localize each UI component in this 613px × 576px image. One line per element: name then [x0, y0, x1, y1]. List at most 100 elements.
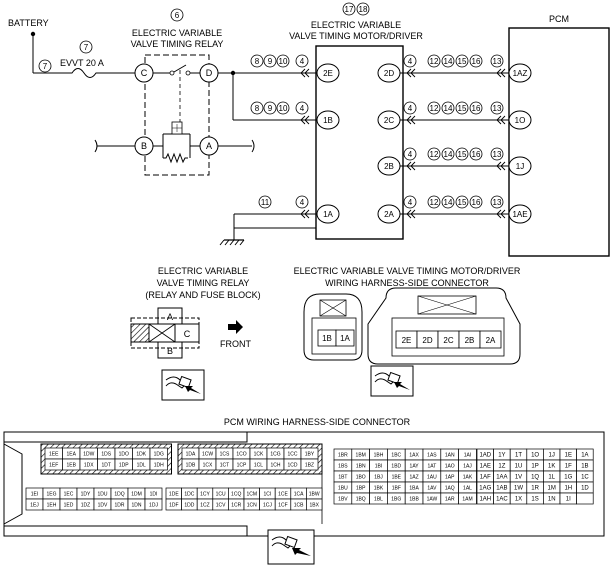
pcm-g6-pin-1s: 1S [531, 497, 538, 503]
svg-text:B: B [141, 141, 147, 151]
pcm-g3-pin-1eg: 1EG [46, 492, 56, 498]
motor-pcm-wire-ref: 12 [430, 57, 439, 66]
pcm-g3-pin-1dv: 1DV [98, 503, 108, 509]
relay-switch-contact [173, 64, 187, 73]
motor-large-pin-box [479, 330, 502, 349]
pcm-g2-pin-1cw: 1CW [202, 452, 213, 458]
motor-large-pin-2a: 2A [486, 336, 496, 345]
motor-connector-view: ELECTRIC VARIABLE VALVE TIMING MOTOR/DRI… [294, 266, 521, 397]
pcm-g6-pin-1u: 1U [515, 464, 523, 470]
motor-pin-2e: 2E [323, 69, 333, 78]
relay-connector-view: ELECTRIC VARIABLE VALVE TIMING RELAY (RE… [130, 266, 261, 401]
pcm-g2-pin-1da: 1DA [186, 452, 196, 458]
motor-ref-1: 17 [345, 5, 354, 14]
motor-pcm-wire-ref: 12 [430, 198, 439, 207]
relay-title-2: VALVE TIMING RELAY [131, 39, 224, 49]
pcm-g5-pin-1bf: 1BF [392, 486, 401, 492]
motor-pcm-wire-ref: 14 [444, 104, 453, 113]
motor-driver-block: 17 18 ELECTRIC VARIABLE VALVE TIMING MOT… [289, 2, 423, 240]
pcm-g6-pin-1c: 1C [581, 475, 589, 481]
pcm-g5-pin-1at: 1AT [427, 464, 436, 470]
motor-connector-title-2: WIRING HARNESS-SIDE CONNECTOR [325, 278, 489, 288]
pcm-g3-pin-1dr: 1DR [114, 503, 124, 509]
motor-pin-2d: 2D [384, 69, 394, 78]
pcm-g5-pin-1aj: 1AJ [463, 464, 472, 470]
pcm-conn-ref-circle [490, 195, 504, 209]
fuse-ref: 7 [84, 43, 89, 52]
pcm-g2-pin-1cg: 1CG [270, 452, 280, 458]
motor-pcm-wire-ref: 14 [444, 57, 453, 66]
pcm-g1-pin-1eb: 1EB [67, 463, 77, 469]
pcm-g1-pin-1dg: 1DG [154, 452, 164, 458]
pcm-g5-pin-1bi: 1BI [375, 464, 383, 470]
pcm-g6-pin-1h: 1H [564, 486, 572, 492]
pcm-g5-pin-1bq: 1BQ [356, 497, 366, 503]
pcm-g5-cell [458, 492, 477, 505]
pcm-g5-pin-1br: 1BR [338, 453, 348, 459]
pcm-g6-pin-1f: 1F [565, 464, 572, 470]
pcm-g2-pin-1cl: 1CL [254, 463, 263, 469]
motor-left-conn-ref-circle [295, 195, 309, 209]
motor-pcm-wire-ref-circle [455, 147, 469, 161]
motor-pcm-wire-ref: 15 [458, 57, 467, 66]
pcm-g4-pin-1ca: 1CA [294, 492, 304, 498]
motor-right-conn-ref: 4 [408, 57, 413, 66]
pcm-g6-pin-1a: 1A [581, 453, 588, 459]
pcm-g6-pin-1ab: 1AB [496, 486, 507, 492]
motor-pin-2b-oval [377, 156, 401, 176]
connector-chevron-icon [406, 161, 416, 171]
motor-pcm-wire-ref-circle [441, 195, 455, 209]
motor-connector-title-1: ELECTRIC VARIABLE VALVE TIMING MOTOR/DRI… [294, 266, 521, 276]
pcm-g3-pin-1ej: 1EJ [30, 503, 39, 509]
pcm-g6-pin-1ac: 1AC [496, 497, 508, 503]
pcm-g1-pin-1dw: 1DW [83, 452, 94, 458]
front-arrow-icon [228, 320, 243, 334]
pcm-g3-pin-1ei: 1EI [31, 492, 39, 498]
pcm-g2-pin-1by: 1BY [305, 452, 315, 458]
pcm-g6-pin-1l: 1L [548, 475, 555, 481]
pcm-g2-cell [300, 458, 319, 471]
motor-right-conn-ref: 4 [408, 150, 413, 159]
pcm-g3-pin-1dz: 1DZ [81, 503, 90, 509]
pcm-g1-pin-1ea: 1EA [67, 452, 77, 458]
motor-right-conn-ref-circle [403, 101, 417, 115]
motor-left-conn-ref-circle [295, 101, 309, 115]
pcm-g1-pin-1dt: 1DT [102, 463, 111, 469]
pcm-g2-pin-1cp: 1CP [237, 463, 247, 469]
pcm-g3-pin-1dj: 1DJ [149, 503, 158, 509]
pcm-g6-pin-1z: 1Z [498, 464, 505, 470]
relay-motor-wire-ref: 10 [279, 57, 288, 66]
pcm-g4-cell [306, 498, 323, 511]
pcm-g4-pin-1cn: 1CN [247, 503, 257, 509]
motor-pcm-wire-ref-circle [469, 195, 483, 209]
motor-conn-small-pin-2: 1A [340, 334, 350, 343]
pcm-g5-pin-1bg: 1BG [391, 497, 401, 503]
relay-motor-wire-ref: 8 [255, 104, 260, 113]
pcm-pin-1o-oval [508, 110, 532, 130]
motor-pcm-wire-ref: 15 [458, 150, 467, 159]
pcm-g5-pin-1am: 1AM [462, 497, 472, 503]
motor-right-conn-ref-circle [403, 195, 417, 209]
connector-chevron-icon [496, 68, 506, 78]
pcm-g1-pin-1dx: 1DX [84, 463, 94, 469]
motor-pin-1b-oval [316, 110, 340, 130]
motor-pin-2e-oval [316, 63, 340, 83]
pcm-pin-1az-oval [508, 63, 532, 83]
motor-pcm-wire-ref-circle [427, 101, 441, 115]
pcm-g6-pin-1ad: 1AD [479, 453, 491, 459]
pcm-g6-cell [576, 492, 594, 505]
motor-pcm-wire-ref-circle [427, 147, 441, 161]
pcm-g5-pin-1aq: 1AQ [445, 486, 455, 492]
pcm-block: PCM [508, 14, 610, 257]
motor-pin-2d-oval [377, 63, 401, 83]
pcm-conn-ref: 13 [493, 198, 502, 207]
pcm-g5-pin-1bb: 1BB [409, 497, 419, 503]
pcm-g4-pin-1dc: 1DC [184, 492, 194, 498]
pcm-g5-pin-1bs: 1BS [338, 464, 348, 470]
pcm-pin-1az: 1AZ [513, 69, 528, 78]
motor-left-conn-ref-circle [295, 54, 309, 68]
